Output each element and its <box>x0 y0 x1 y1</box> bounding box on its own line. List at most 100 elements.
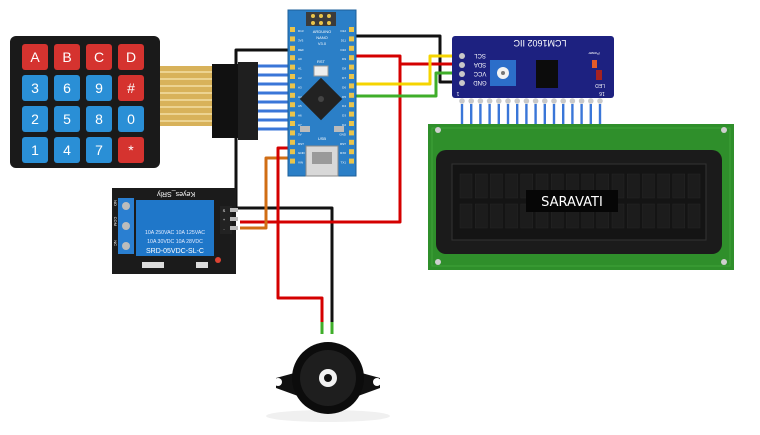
relay-header-pin <box>230 217 238 221</box>
nano-pin-label: D3 <box>342 114 346 118</box>
keypad-key[interactable]: 4 <box>54 137 80 163</box>
keypad-key-label: 4 <box>63 142 71 158</box>
nano-pin-label: A3 <box>298 85 302 89</box>
keypad-header <box>238 62 258 140</box>
nano-pin-label: REF <box>298 48 304 52</box>
nano-top-label: ARDUINO <box>313 29 331 34</box>
keypad-key[interactable]: 3 <box>22 75 48 101</box>
nano-pin <box>290 64 295 70</box>
keypad-key-label: 1 <box>31 142 39 158</box>
nano-pin <box>349 45 354 51</box>
keypad-key[interactable]: C <box>86 44 112 70</box>
wires <box>234 34 462 334</box>
lcd-text: SARAVATI <box>541 195 603 210</box>
relay-spec-1: 10A 250VAC 10A 125VAC <box>145 230 205 236</box>
relay-module: Keyes_SRly 10A 250VAC 10A 125VAC 10A 30V… <box>112 188 238 274</box>
keypad-key[interactable]: B <box>54 44 80 70</box>
nano-pin <box>349 149 354 155</box>
relay-terminal <box>118 198 134 254</box>
i2c-title: LCM1602 IIC <box>513 38 567 48</box>
lcd-character-grid <box>459 173 701 229</box>
i2c-pin1-label: 1 <box>456 90 459 96</box>
nano-pin-label: RX0 <box>340 151 346 155</box>
i2c-pin16-label: 16 <box>599 90 605 96</box>
nano-pin <box>349 102 354 108</box>
nano-pin <box>349 130 354 136</box>
keypad-key[interactable]: 6 <box>54 75 80 101</box>
nano-pin <box>349 64 354 70</box>
nano-pin <box>349 27 354 32</box>
nano-pin-label: GND <box>339 132 347 136</box>
nano-pin <box>349 92 354 98</box>
keypad-key[interactable]: # <box>118 75 144 101</box>
nano-pin-label: D7 <box>342 76 346 80</box>
nano-model-label: NANO <box>316 35 328 40</box>
keypad-key[interactable]: 8 <box>86 106 112 132</box>
keypad-key-label: 5 <box>63 111 71 127</box>
keypad-key-label: 2 <box>31 111 39 127</box>
nano-pin <box>290 74 295 79</box>
keypad-key[interactable]: 1 <box>22 137 48 163</box>
nano-pin-label: D8 <box>342 67 346 71</box>
nano-pin <box>290 130 295 136</box>
nano-pin <box>349 139 354 145</box>
nano-pin-label: D11 <box>341 38 347 42</box>
buzzer <box>266 342 390 422</box>
relay-terminal-label: COM <box>113 217 118 226</box>
keypad-key[interactable]: * <box>118 137 144 163</box>
nano-pin-label: RST <box>340 142 346 146</box>
i2c-pin <box>459 53 465 59</box>
keypad-connector <box>212 64 238 138</box>
nano-rst-label: RST <box>317 59 326 64</box>
keypad-key-label: 7 <box>95 142 103 158</box>
nano-pin-label: VIN <box>298 161 303 165</box>
relay-body <box>136 200 214 256</box>
nano-pin <box>349 83 354 89</box>
wire-black-nano-lcd <box>352 34 462 84</box>
nano-pin-label: RST <box>298 142 304 146</box>
nano-pin <box>290 121 295 126</box>
keypad-wires <box>258 64 292 131</box>
nano-pin-label: D5 <box>342 95 346 99</box>
nano-pin <box>349 74 354 79</box>
nano-pin-label: A4 <box>298 95 302 99</box>
relay-header-label: - <box>223 226 225 231</box>
keypad-key-label: D <box>126 49 136 65</box>
keypad-key[interactable]: 9 <box>86 75 112 101</box>
keypad-key[interactable]: 0 <box>118 106 144 132</box>
wire-green-scl <box>352 71 462 98</box>
nano-pin-label: A6 <box>298 114 302 118</box>
relay-terminal-label: NO <box>113 200 118 206</box>
nano-pin <box>349 158 354 164</box>
nano-pin-label: D12 <box>340 29 346 33</box>
nano-pin <box>290 55 295 61</box>
nano-pin-label: A1 <box>298 67 302 71</box>
nano-pin-label: A5 <box>298 104 302 108</box>
keypad-key[interactable]: 5 <box>54 106 80 132</box>
nano-pin-label: 3V3 <box>298 38 304 42</box>
nano-pin <box>349 121 354 126</box>
nano-pin-label: A7 <box>298 123 302 127</box>
nano-pin-label: A2 <box>298 76 302 80</box>
keypad-key[interactable]: A <box>22 44 48 70</box>
keypad-key[interactable]: 2 <box>22 106 48 132</box>
relay-model: SRD-05VDC-SL-C <box>146 248 204 255</box>
keypad-key[interactable]: 7 <box>86 137 112 163</box>
lcd-display: SARAVATI <box>428 124 734 270</box>
keypad-key[interactable]: D <box>118 44 144 70</box>
nano-pin <box>349 55 354 61</box>
nano-pin <box>290 83 295 89</box>
nano-version-label: V3.0 <box>318 41 327 46</box>
keypad-key-label: 8 <box>95 111 103 127</box>
nano-pin <box>290 27 295 32</box>
relay-brand: Keyes_SRly <box>156 190 195 197</box>
nano-pin-label: D13 <box>298 29 304 33</box>
nano-usb-label: USB <box>318 136 327 141</box>
nano-pin-label: D9 <box>342 57 346 61</box>
